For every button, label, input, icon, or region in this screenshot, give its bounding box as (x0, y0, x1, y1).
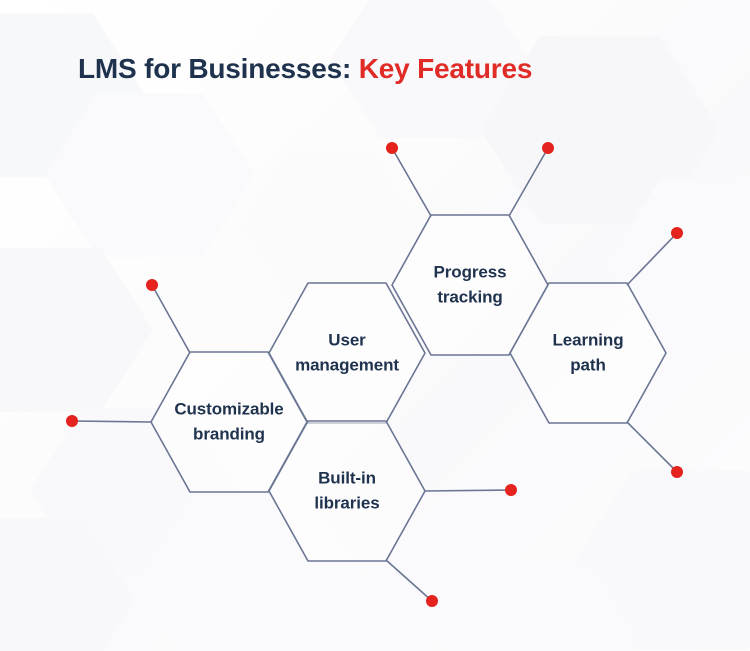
connector-line (151, 284, 191, 354)
connector-endpoint-dot (671, 227, 683, 239)
connector-line (71, 420, 152, 423)
page-title: LMS for Businesses: Key Features (78, 52, 532, 86)
connector-endpoint-dot (426, 595, 438, 607)
page-title-main: LMS for Businesses: (78, 53, 359, 84)
connector-endpoint-dot (146, 279, 158, 291)
hexagon-learning-path[interactable] (509, 282, 667, 424)
connector-endpoint-dot (66, 415, 78, 427)
connector-endpoint-dot (671, 466, 683, 478)
connector-line (626, 421, 678, 473)
connector-endpoint-dot (542, 142, 554, 154)
connector-endpoint-dot (386, 142, 398, 154)
connector-line (508, 147, 549, 217)
page-title-accent: Key Features (358, 53, 533, 84)
connector-line (391, 147, 432, 217)
connector-endpoint-dot (505, 484, 517, 496)
hexagon-built-in-libraries[interactable] (268, 420, 426, 562)
connector-line (424, 489, 512, 492)
connector-line (626, 232, 678, 286)
connector-line (385, 559, 433, 602)
